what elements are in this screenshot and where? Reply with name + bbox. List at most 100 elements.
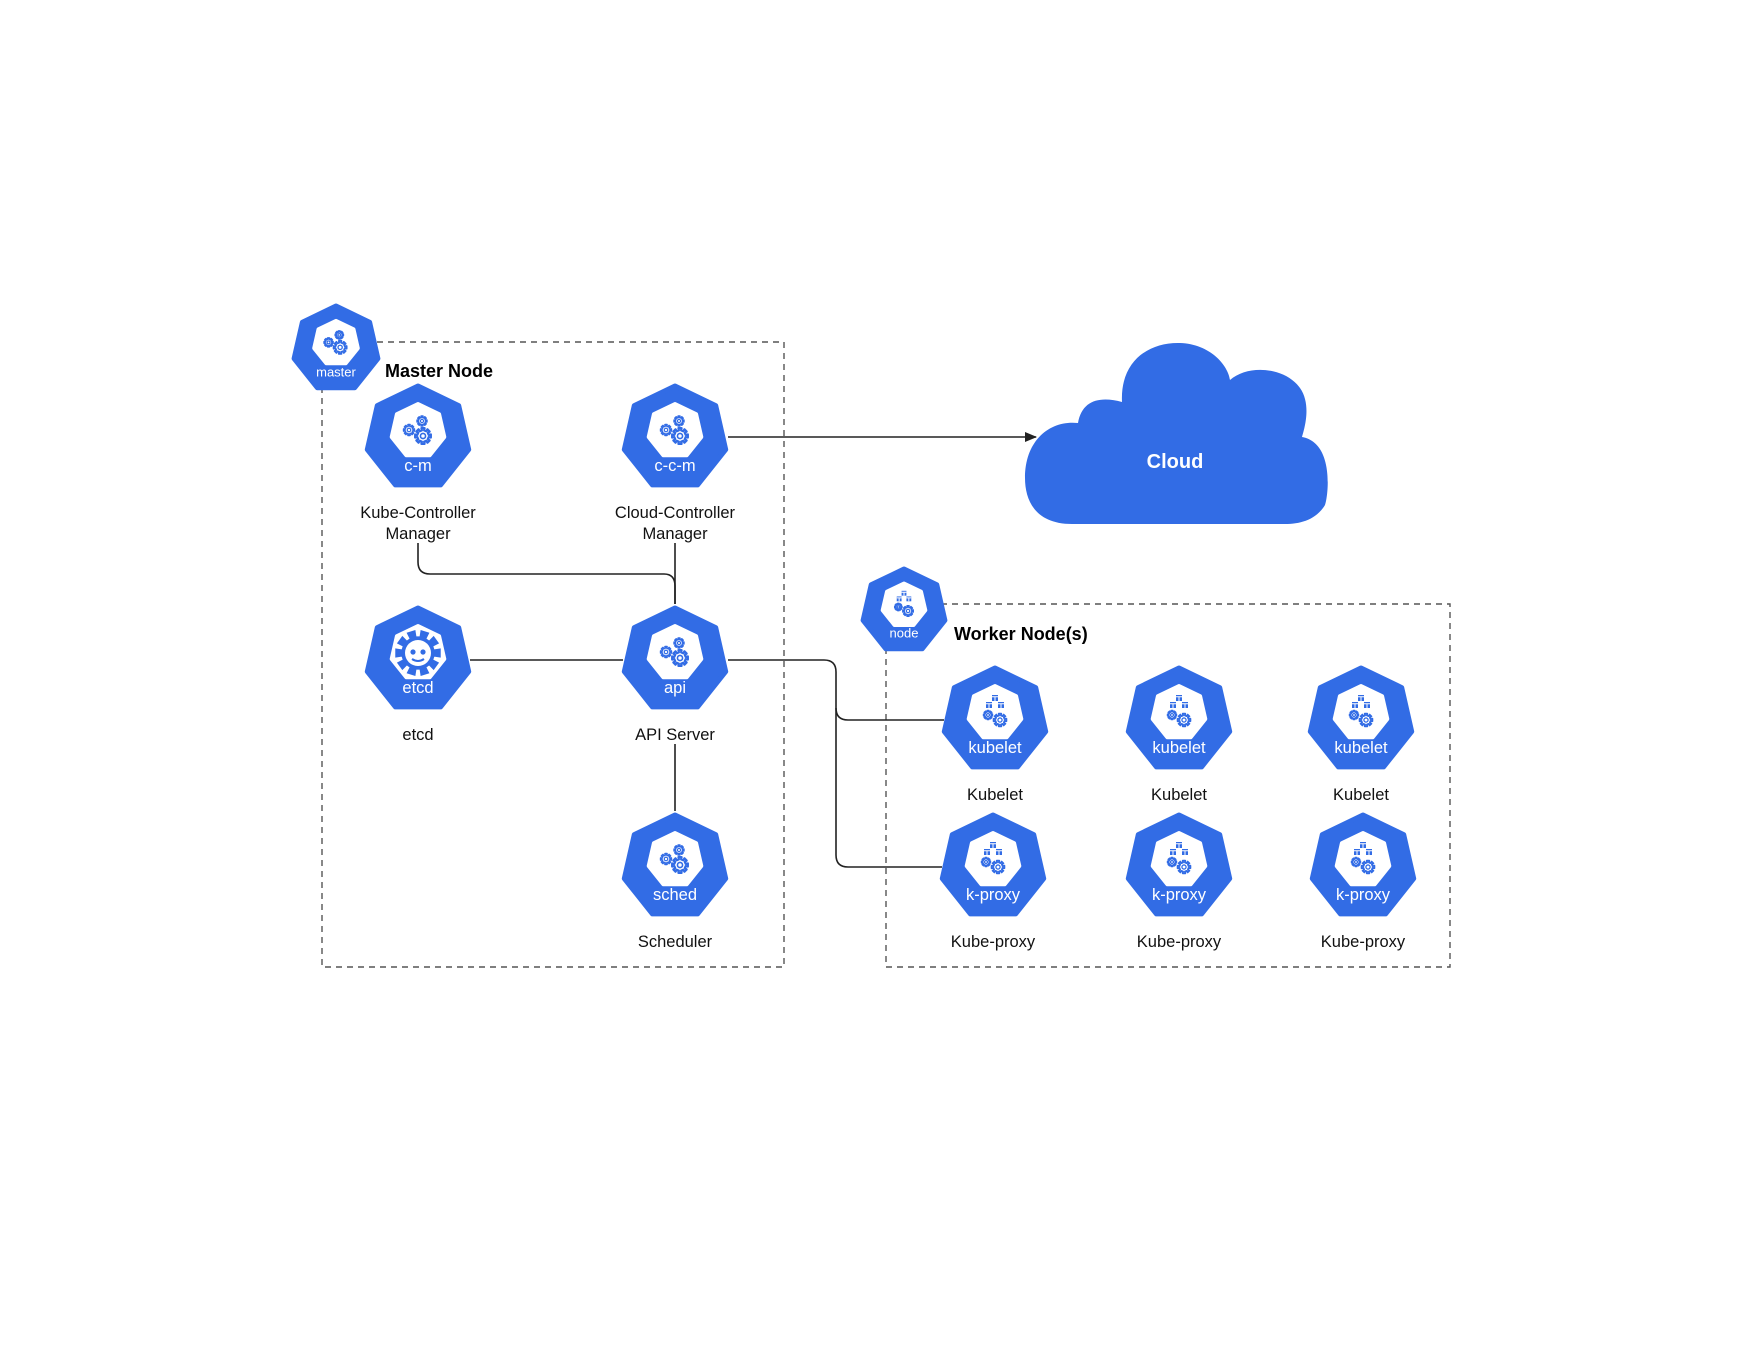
small-gear-icon	[673, 637, 685, 649]
small-gear-icon	[1348, 709, 1360, 721]
etcd-label: etcd	[402, 726, 433, 744]
kubelet-label: Kubelet	[967, 786, 1023, 804]
small-gear-icon	[659, 852, 673, 866]
gears-icon	[659, 415, 689, 445]
cube-icon-edge	[896, 597, 902, 602]
etcd-icon	[395, 629, 441, 677]
cube-icon-edge	[1182, 850, 1188, 855]
etcd[interactable]: etcd etcd	[364, 605, 472, 744]
large-gear-icon	[671, 856, 689, 874]
kubelet-badge: kubelet	[1152, 739, 1206, 757]
small-gear-icon	[323, 337, 334, 348]
small-gear-icon	[659, 423, 673, 437]
large-gear-icon	[992, 712, 1008, 728]
kubelet-label: Kubelet	[1333, 786, 1389, 804]
node-icon	[982, 695, 1008, 728]
edge-api-to-kubelet	[728, 659, 944, 721]
node-icon	[893, 590, 914, 617]
cloud-controller-manager-label: Cloud-Controller	[615, 504, 736, 522]
worker-node-title: Worker Node(s)	[954, 624, 1088, 644]
etcd-badge: etcd	[402, 679, 433, 697]
kubelet-icon-plate	[966, 684, 1024, 740]
kubelet-badge: kubelet	[1334, 739, 1388, 757]
master-node-badge[interactable]: master	[291, 303, 381, 391]
small-gear-icon	[980, 856, 992, 868]
cloud-controller-manager-badge: c-c-m	[654, 457, 695, 475]
cube-icon-edge	[996, 850, 1002, 855]
cube-icon-edge	[901, 591, 907, 596]
kubelet-badge: kubelet	[968, 739, 1022, 757]
cloud-label: Cloud	[1147, 451, 1204, 473]
small-gear-icon	[659, 645, 673, 659]
worker-node-badge[interactable]: node	[860, 566, 948, 652]
master-node-title: Master Node	[385, 361, 493, 381]
api-server-label: API Server	[635, 726, 715, 744]
small-gear-icon	[334, 330, 345, 340]
cube-icon-edge	[992, 696, 998, 701]
scheduler-badge: sched	[653, 886, 697, 904]
kube-controller-manager-label: Manager	[385, 525, 451, 543]
edge-cm-to-api	[417, 543, 676, 604]
kube-proxy-icon-plate	[1334, 831, 1392, 887]
node-icon	[1350, 842, 1376, 875]
kube-proxy-badge: k-proxy	[1152, 886, 1207, 904]
kube-proxy-icon-plate	[1150, 831, 1208, 887]
scheduler-label: Scheduler	[638, 933, 713, 951]
small-gear-icon	[402, 423, 416, 437]
cloud-shape[interactable]: Cloud	[1025, 342, 1328, 524]
kube-controller-manager-label: Kube-Controller	[360, 504, 476, 522]
large-gear-icon	[1360, 859, 1376, 875]
kubelet-icon-plate	[1332, 684, 1390, 740]
cube-icon-edge	[906, 597, 912, 602]
gears-icon	[659, 637, 689, 667]
cloud-icon	[1025, 342, 1328, 524]
cube-icon-edge	[1354, 850, 1360, 855]
cube-icon-edge	[1360, 843, 1366, 848]
small-gear-icon	[673, 415, 685, 427]
kube-proxy-badge: k-proxy	[1336, 886, 1391, 904]
small-gear-icon	[1350, 856, 1362, 868]
edge-api-to-kube-proxy	[835, 708, 942, 868]
kube-controller-manager-badge: c-m	[404, 457, 432, 475]
cube-icon-edge	[1176, 696, 1182, 701]
cube-icon-edge	[1364, 703, 1370, 708]
worker-node-badge-icon-plate	[880, 581, 928, 627]
large-gear-icon	[990, 859, 1006, 875]
small-gear-icon	[893, 602, 903, 612]
kubelet-icon-plate	[1150, 684, 1208, 740]
gears-icon	[659, 844, 689, 874]
cube-icon-edge	[1170, 703, 1176, 708]
cube-icon-edge	[1366, 850, 1372, 855]
node-icon	[1166, 842, 1192, 875]
cube-icon-edge	[1176, 843, 1182, 848]
cube-icon-edge	[984, 850, 990, 855]
large-gear-icon	[671, 427, 689, 445]
node-icon	[1166, 695, 1192, 728]
cube-icon-edge	[986, 703, 992, 708]
small-gear-icon	[1166, 709, 1178, 721]
worker-node-frame	[885, 603, 1451, 968]
small-gear-icon	[1166, 856, 1178, 868]
master-node-badge-badge: master	[316, 364, 356, 379]
kube-proxy-label: Kube-proxy	[1137, 933, 1222, 951]
small-gear-icon	[673, 844, 685, 856]
cube-icon-edge	[1182, 703, 1188, 708]
large-gear-icon	[1358, 712, 1374, 728]
small-gear-icon	[416, 415, 428, 427]
etcd-mascot-icon	[395, 629, 441, 677]
kube-proxy-badge: k-proxy	[966, 886, 1021, 904]
connector-lines	[417, 432, 1037, 868]
gears-icon	[402, 415, 432, 445]
cube-icon-edge	[1352, 703, 1358, 708]
